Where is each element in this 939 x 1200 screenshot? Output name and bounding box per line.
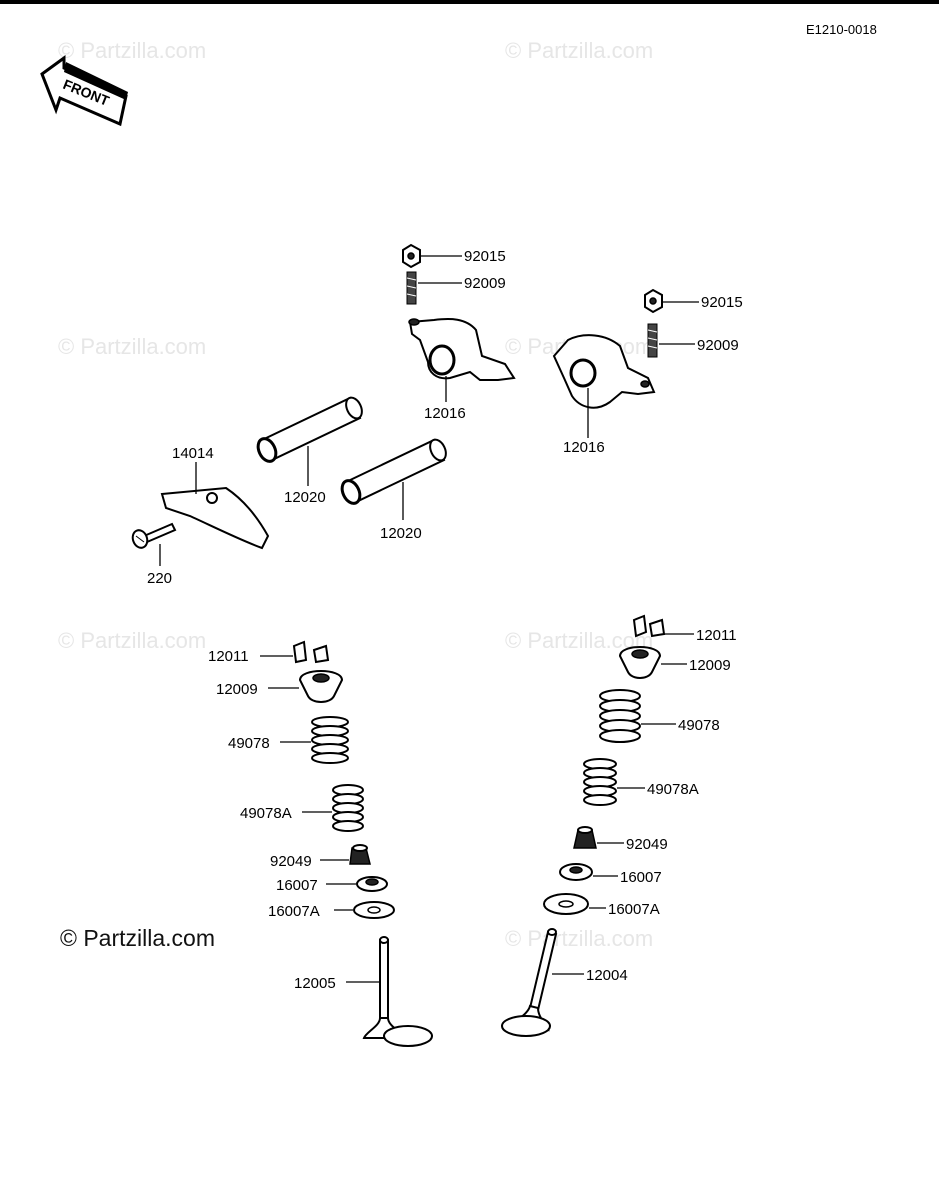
watermark: © Partzilla.com [505, 38, 654, 63]
washer-icon [353, 901, 395, 919]
watermark: © Partzilla.com [58, 38, 207, 63]
part-label-spring-inner-right: 49078A [647, 781, 699, 798]
part-label-retainer-right: 12009 [689, 657, 731, 674]
valve-spring-outer-icon [311, 716, 349, 764]
spring-seat-icon [356, 876, 388, 892]
diagram-code: E1210-0018 [806, 22, 877, 37]
spring-seat-icon [559, 863, 593, 881]
nut-icon [402, 243, 421, 269]
part-label-valve-right: 12004 [586, 967, 628, 984]
watermark: © Partzilla.com [58, 628, 207, 653]
part-label-bolt: 220 [147, 570, 172, 587]
spring-retainer-icon [618, 646, 662, 679]
part-label-cotter-left: 12011 [208, 648, 249, 665]
bolt-icon [131, 522, 177, 549]
part-label-spring-inner-left: 49078A [240, 805, 292, 822]
rocker-shaft-icon [340, 438, 447, 505]
part-label-shaft-lower: 12020 [380, 525, 422, 542]
part-label-spring-outer-right: 49078 [678, 717, 720, 734]
valve-spring-outer-icon [599, 689, 641, 743]
valve-stem-seal-icon [349, 844, 371, 865]
part-label-seal-right: 92049 [626, 836, 668, 853]
part-label-spring-outer-left: 49078 [228, 735, 270, 752]
washer-icon [543, 893, 589, 915]
plate-icon [160, 486, 270, 550]
rocker-arm-icon [552, 334, 656, 409]
stud-icon [406, 271, 417, 305]
exhaust-valve-icon [362, 936, 433, 1047]
part-label-rocker-right: 12016 [563, 439, 605, 456]
part-label-washer-right: 16007A [608, 901, 660, 918]
valve-stem-seal-icon [573, 826, 597, 849]
valve-spring-inner-icon [583, 758, 617, 806]
front-arrow-icon: FRONT [40, 55, 128, 127]
stud-icon [647, 323, 658, 358]
part-label-seat-left: 16007 [276, 877, 318, 894]
nut-icon [644, 288, 663, 314]
part-label-seal-left: 92049 [270, 853, 312, 870]
part-label-stud-left: 92009 [464, 275, 506, 292]
rocker-arm-icon [408, 318, 516, 381]
intake-valve-icon [501, 928, 558, 1037]
watermark: © Partzilla.com [58, 334, 207, 359]
part-label-cotter-right: 12011 [696, 627, 737, 644]
spring-retainer-icon [298, 670, 344, 703]
watermark: © Partzilla.com [505, 926, 654, 951]
part-label-nut-left: 92015 [464, 248, 506, 265]
valve-spring-inner-icon [332, 784, 364, 832]
part-label-stud-right: 92009 [697, 337, 739, 354]
part-label-shaft-upper: 12020 [284, 489, 326, 506]
part-label-retainer-left: 12009 [216, 681, 258, 698]
part-label-seat-right: 16007 [620, 869, 662, 886]
part-label-plate: 14014 [172, 445, 214, 462]
rocker-shaft-icon [256, 396, 363, 463]
top-border-line [0, 0, 939, 4]
valve-cotter-icon [292, 640, 330, 664]
part-label-rocker-left: 12016 [424, 405, 466, 422]
part-label-nut-right: 92015 [701, 294, 743, 311]
part-label-valve-left: 12005 [294, 975, 336, 992]
watermark-main: © Partzilla.com [60, 925, 215, 951]
part-label-washer-left: 16007A [268, 903, 320, 920]
valve-cotter-icon [632, 614, 666, 638]
